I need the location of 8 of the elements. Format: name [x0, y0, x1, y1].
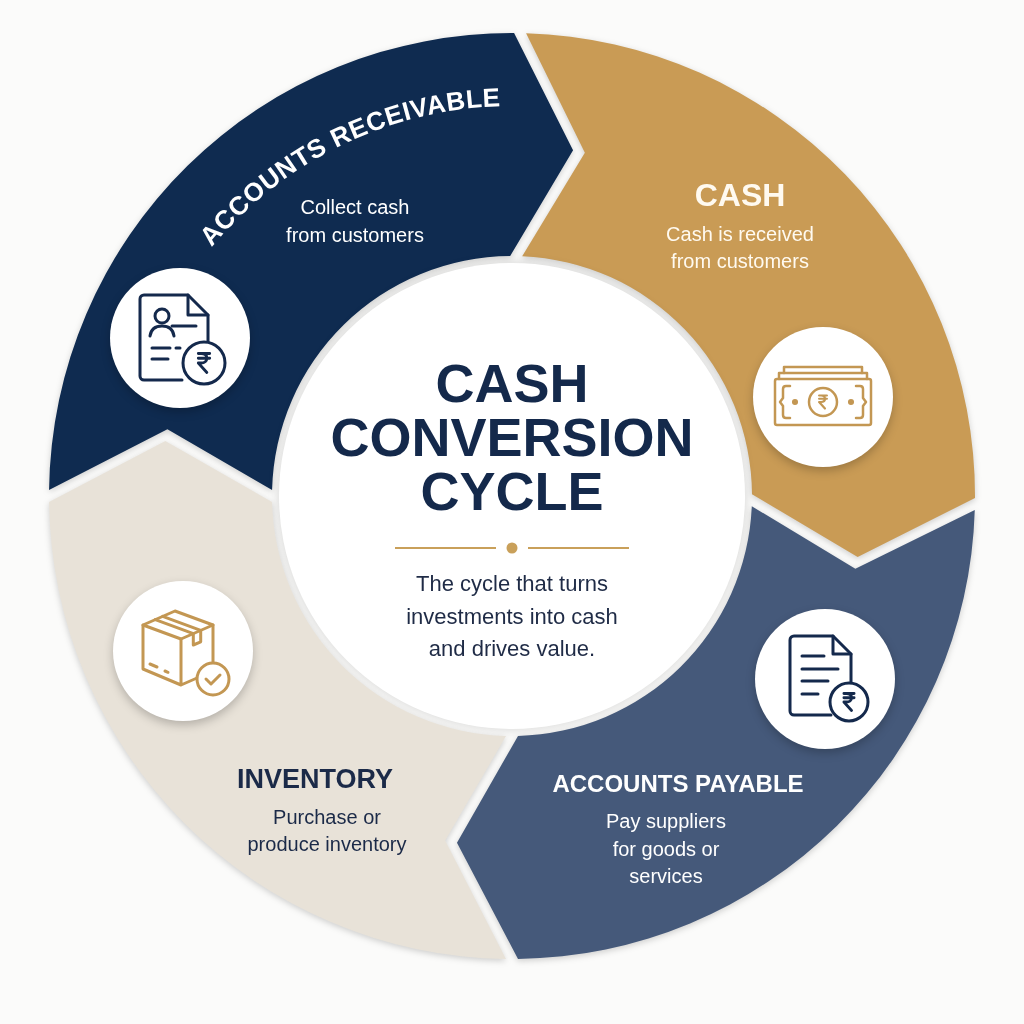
- segment-description: Pay suppliers for goods or services: [604, 809, 728, 889]
- segment-title: INVENTORY: [236, 764, 394, 795]
- cycle-description: The cycle that turns investments into cash and drives value.: [405, 570, 619, 663]
- segment-description: Cash is received from customers: [665, 222, 815, 274]
- segment-title: CASH: [693, 177, 787, 214]
- segment-title: ACCOUNTS PAYABLE: [551, 770, 805, 798]
- cycle-title: CASH CONVERSION CYCLE: [329, 356, 695, 518]
- segment-description: Purchase or produce inventory: [246, 805, 408, 857]
